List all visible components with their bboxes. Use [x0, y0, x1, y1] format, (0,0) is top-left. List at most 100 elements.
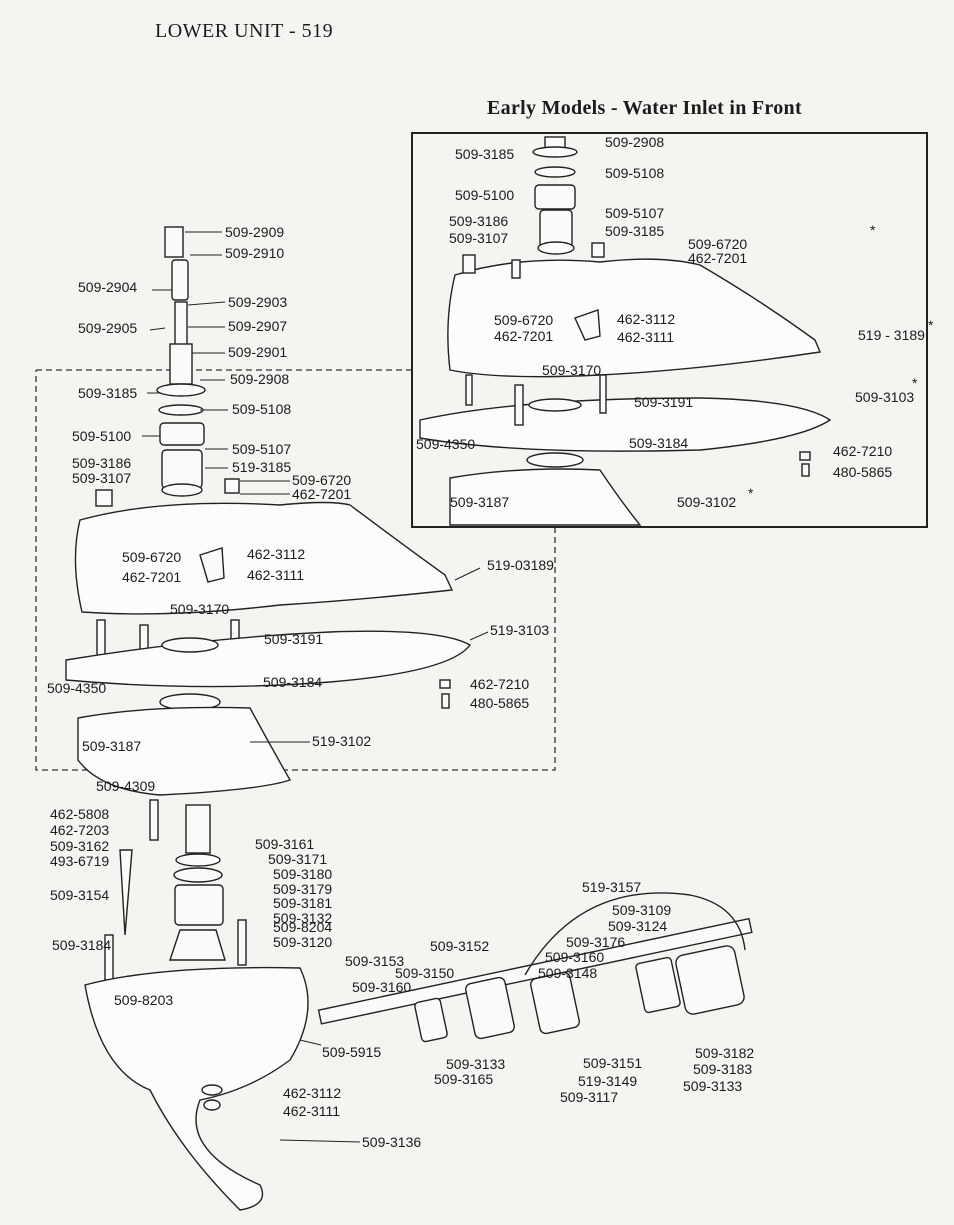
- gear-train: [317, 892, 753, 1043]
- inset-part-label: 509-3184: [629, 435, 688, 451]
- inset-title: Early Models - Water Inlet in Front: [487, 97, 802, 119]
- part-label: 509-3191: [264, 631, 323, 647]
- gear-part-label: 509-3151: [583, 1055, 642, 1071]
- gear-part-label: 509-3117: [560, 1089, 618, 1105]
- asterisk-mark: *: [870, 222, 876, 238]
- inset-frame: [411, 132, 928, 528]
- part-label: 509-3132: [273, 910, 332, 926]
- part-label: 509-3179: [273, 881, 332, 897]
- inset-part-label: 509-3185: [605, 223, 664, 239]
- part-label: 509-3181: [273, 895, 332, 911]
- part-label: 509-3186: [72, 455, 131, 471]
- asterisk-layer: * * * *: [748, 222, 934, 501]
- part-label: 509-2909: [225, 224, 284, 240]
- inset-label-layer: 509-3185 509-2908 509-5108 509-5100 509-3186…: [416, 134, 925, 510]
- part-label: 462-3111: [283, 1103, 340, 1119]
- inset-part-label: 509-5100: [455, 187, 514, 203]
- part-label: 509-2908: [230, 371, 289, 387]
- part-label: 519-3103: [490, 622, 549, 638]
- part-label: 509-3180: [273, 866, 332, 882]
- part-label: 509-3185: [78, 385, 137, 401]
- gear-label-layer: 519-3157509-3109509-3124509-3176509-3152…: [345, 879, 754, 1105]
- inset-drawing: [419, 136, 832, 526]
- part-label: 462-7203: [50, 822, 109, 838]
- inset-part-label: 462-7201: [494, 328, 553, 344]
- gear-part-label: 519-3149: [578, 1073, 637, 1089]
- part-label: 509-3161: [255, 836, 314, 852]
- part-label: 509-5108: [232, 401, 291, 417]
- part-label: 509-5107: [232, 441, 291, 457]
- part-label: 509-2903: [228, 294, 287, 310]
- main-drawing: [65, 226, 472, 1211]
- part-label: 509-2904: [78, 279, 137, 295]
- inset-part-label: 509-3107: [449, 230, 508, 246]
- part-label: 509-3171: [268, 851, 327, 867]
- part-label: 509-8204: [273, 919, 332, 935]
- gear-part-label: 509-3165: [434, 1071, 493, 1087]
- asterisk-mark: *: [928, 317, 934, 333]
- part-label: 519-3185: [232, 459, 291, 475]
- part-label: 462-3111: [247, 567, 304, 583]
- inset-part-label: 509-3170: [542, 362, 601, 378]
- gear-part-label: 509-3133: [683, 1078, 742, 1094]
- part-label: 509-2905: [78, 320, 137, 336]
- part-label: 462-5808: [50, 806, 109, 822]
- gear-part-label: 509-3160: [545, 949, 604, 965]
- part-label: 509-3136: [362, 1134, 421, 1150]
- part-label: 509-3154: [50, 887, 109, 903]
- part-label: 509-2910: [225, 245, 284, 261]
- inset-part-label: 462-3111: [617, 329, 674, 345]
- main-label-layer: 509-2909 509-2910 509-2904 509-2903 509-2905…: [47, 224, 554, 1150]
- asterisk-mark: *: [748, 485, 754, 501]
- inset-part-label: 509-6720: [688, 236, 747, 252]
- gear-part-label: 509-3183: [693, 1061, 752, 1077]
- inset-part-label: 509-3185: [455, 146, 514, 162]
- part-label: 462-7210: [470, 676, 529, 692]
- inset-part-label: 509-3103: [855, 389, 914, 405]
- gear-part-label: 509-3148: [538, 965, 597, 981]
- part-label: 509-3120: [273, 934, 332, 950]
- part-label: 509-3187: [82, 738, 141, 754]
- inset-part-label: 509-3186: [449, 213, 508, 229]
- gear-part-label: 509-3133: [446, 1056, 505, 1072]
- part-label: 462-3112: [247, 546, 305, 562]
- asterisk-mark: *: [912, 375, 918, 391]
- inset-part-label: 509-2908: [605, 134, 664, 150]
- part-label: 462-3112: [283, 1085, 341, 1101]
- gear-part-label: 519-3157: [582, 879, 641, 895]
- part-label: 509-3107: [72, 470, 131, 486]
- inset-part-label: 462-3112: [617, 311, 675, 327]
- part-label: 509-6720: [122, 549, 181, 565]
- part-label: 509-3184: [52, 937, 111, 953]
- inset-part-label: 519 - 3189: [858, 327, 925, 343]
- inset-part-label: 462-7210: [833, 443, 892, 459]
- gear-part-label: 509-3182: [695, 1045, 754, 1061]
- gear-part-label: 509-3109: [612, 902, 671, 918]
- part-label: 480-5865: [470, 695, 529, 711]
- gear-part-label: 509-3176: [566, 934, 625, 950]
- part-label: 509-2907: [228, 318, 287, 334]
- gear-part-label: 509-3150: [395, 965, 454, 981]
- part-label: 509-5100: [72, 428, 131, 444]
- part-label: 509-8203: [114, 992, 173, 1008]
- inset-part-label: 509-3102: [677, 494, 736, 510]
- part-label: 519-3102: [312, 733, 371, 749]
- gear-part-label: 509-3153: [345, 953, 404, 969]
- gear-part-label: 509-3160: [352, 979, 411, 995]
- part-label: 509-3170: [170, 601, 229, 617]
- inset-part-label: 509-4350: [416, 436, 475, 452]
- part-label: 509-2901: [228, 344, 287, 360]
- inset-part-label: 509-5107: [605, 205, 664, 221]
- part-label: 509-3184: [263, 674, 322, 690]
- page-title: LOWER UNIT - 519: [155, 20, 334, 42]
- part-label: 509-4309: [96, 778, 155, 794]
- inset-part-label: 509-5108: [605, 165, 664, 181]
- part-label: 509-4350: [47, 680, 106, 696]
- inset-part-label: 509-3191: [634, 394, 693, 410]
- part-label: 462-7201: [122, 569, 181, 585]
- leader-lines: [142, 231, 489, 1143]
- inset-part-label: 509-6720: [494, 312, 553, 328]
- dashed-frame: [35, 369, 556, 771]
- gear-part-label: 509-3152: [430, 938, 489, 954]
